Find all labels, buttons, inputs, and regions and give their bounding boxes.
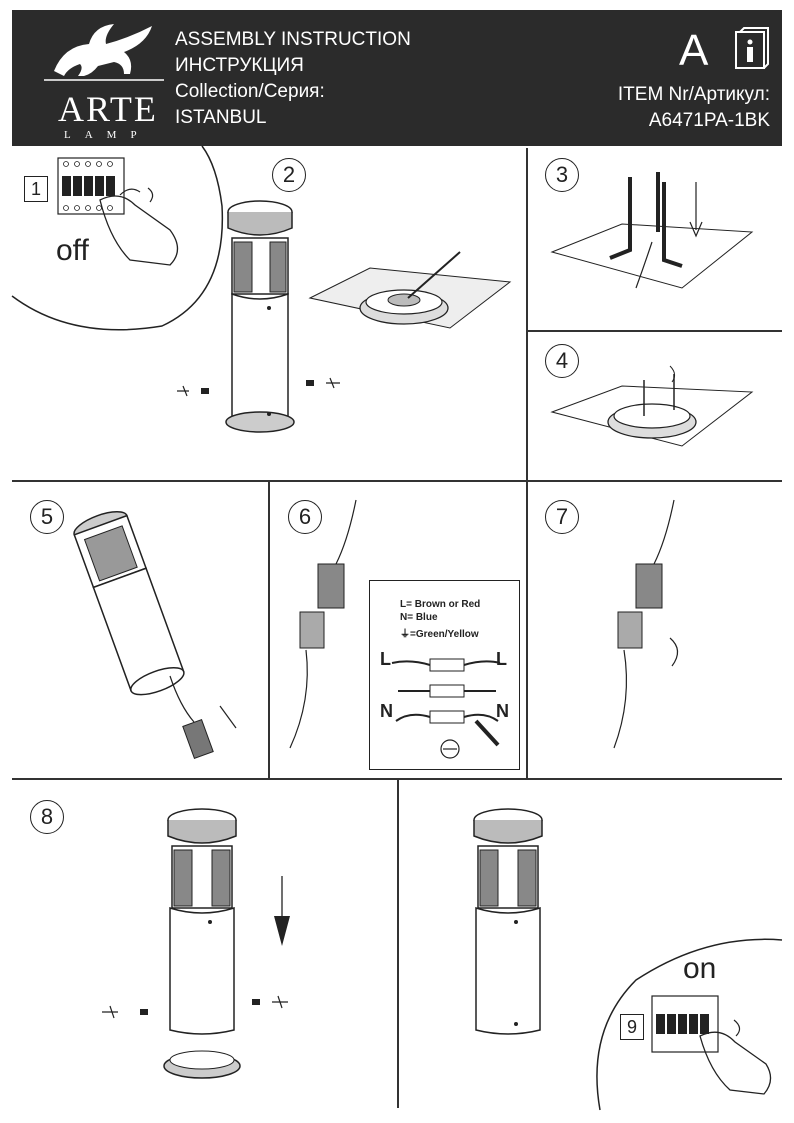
base-mount-drawing xyxy=(308,251,512,329)
item-block: ITEM Nr/Артикул: A6471PA-1BK xyxy=(618,82,770,134)
step9-number: 9 xyxy=(620,1014,644,1040)
title-ru: ИНСТРУКЦИЯ xyxy=(175,55,304,76)
legend-l-right: L xyxy=(496,649,507,669)
step4-number: 4 xyxy=(545,344,579,378)
divider-col-a xyxy=(526,148,528,480)
down-arrow-icon xyxy=(274,876,290,946)
header-title-block: ASSEMBLY INSTRUCTION ИНСТРУКЦИЯ Collecti… xyxy=(175,27,411,131)
hand-switch-9-icon xyxy=(699,1019,772,1095)
legend-line-e: ⏚=Green/Yellow xyxy=(400,629,479,640)
terminal-block-icon xyxy=(391,658,501,724)
connector-tighten-drawing xyxy=(613,499,679,749)
screw-right-icon xyxy=(306,377,340,389)
item-number: A6471PA-1BK xyxy=(648,110,770,131)
logo-subtitle: LAMP xyxy=(64,129,151,141)
wiring-legend-box: L= Brown or Red N= Blue ⏚=Green/Yellow L… xyxy=(369,580,520,770)
step5-number: 5 xyxy=(30,500,64,534)
logo-wordmark: ARTE xyxy=(58,89,158,129)
divider-row1 xyxy=(12,480,782,482)
lamp-assembly-drawing xyxy=(163,808,241,1079)
header-bar: ARTE LAMP ASSEMBLY INSTRUCTION ИНСТРУКЦИ… xyxy=(12,10,782,146)
divider-col-d xyxy=(397,778,399,1108)
base-fixing-drawing xyxy=(550,365,754,447)
step1-number: 1 xyxy=(24,176,48,202)
divider-step3-4 xyxy=(526,330,782,332)
hand-switch-icon xyxy=(99,187,179,266)
divider-col-b xyxy=(268,480,270,778)
collection-label: Collection/Серия: xyxy=(175,81,325,102)
griffin-logo-icon xyxy=(44,24,164,81)
step8-number: 8 xyxy=(30,800,64,834)
divider-col-c xyxy=(526,480,528,778)
legend-line-n: N= Blue xyxy=(400,612,438,623)
screwdriver-icon xyxy=(440,719,500,759)
format-letter: A xyxy=(679,26,709,75)
lamp-tilted-drawing xyxy=(73,511,237,760)
anchor-bolts-drawing xyxy=(550,172,754,289)
connector-cable-drawing xyxy=(289,499,357,749)
legend-l-left: L xyxy=(380,649,391,669)
step2-number: 2 xyxy=(272,158,306,192)
step1-bubble xyxy=(11,145,224,331)
step9-bubble xyxy=(596,938,783,1111)
on-label: on xyxy=(683,952,717,985)
info-book-icon xyxy=(735,27,769,69)
screw-left-icon xyxy=(177,385,209,397)
off-label: off xyxy=(56,234,89,267)
legend-n-left: N xyxy=(380,701,393,721)
item-label: ITEM Nr/Артикул: xyxy=(617,84,770,105)
screw-left-8-icon xyxy=(102,1005,148,1019)
legend-line-l: L= Brown or Red xyxy=(400,599,481,610)
breaker-panel-9-icon xyxy=(651,995,719,1053)
legend-n-right: N xyxy=(496,701,509,721)
title-en: ASSEMBLY INSTRUCTION xyxy=(175,29,411,50)
collection-name: ISTANBUL xyxy=(175,107,267,128)
breaker-panel-icon xyxy=(57,157,125,215)
lamp-disassembly-drawing xyxy=(225,200,295,433)
lamp-complete-drawing xyxy=(473,808,543,1035)
brand-logo: ARTE LAMP xyxy=(34,16,174,142)
step6-number: 6 xyxy=(288,500,322,534)
step7-number: 7 xyxy=(545,500,579,534)
step3-number: 3 xyxy=(545,158,579,192)
screw-right-8-icon xyxy=(252,995,288,1009)
